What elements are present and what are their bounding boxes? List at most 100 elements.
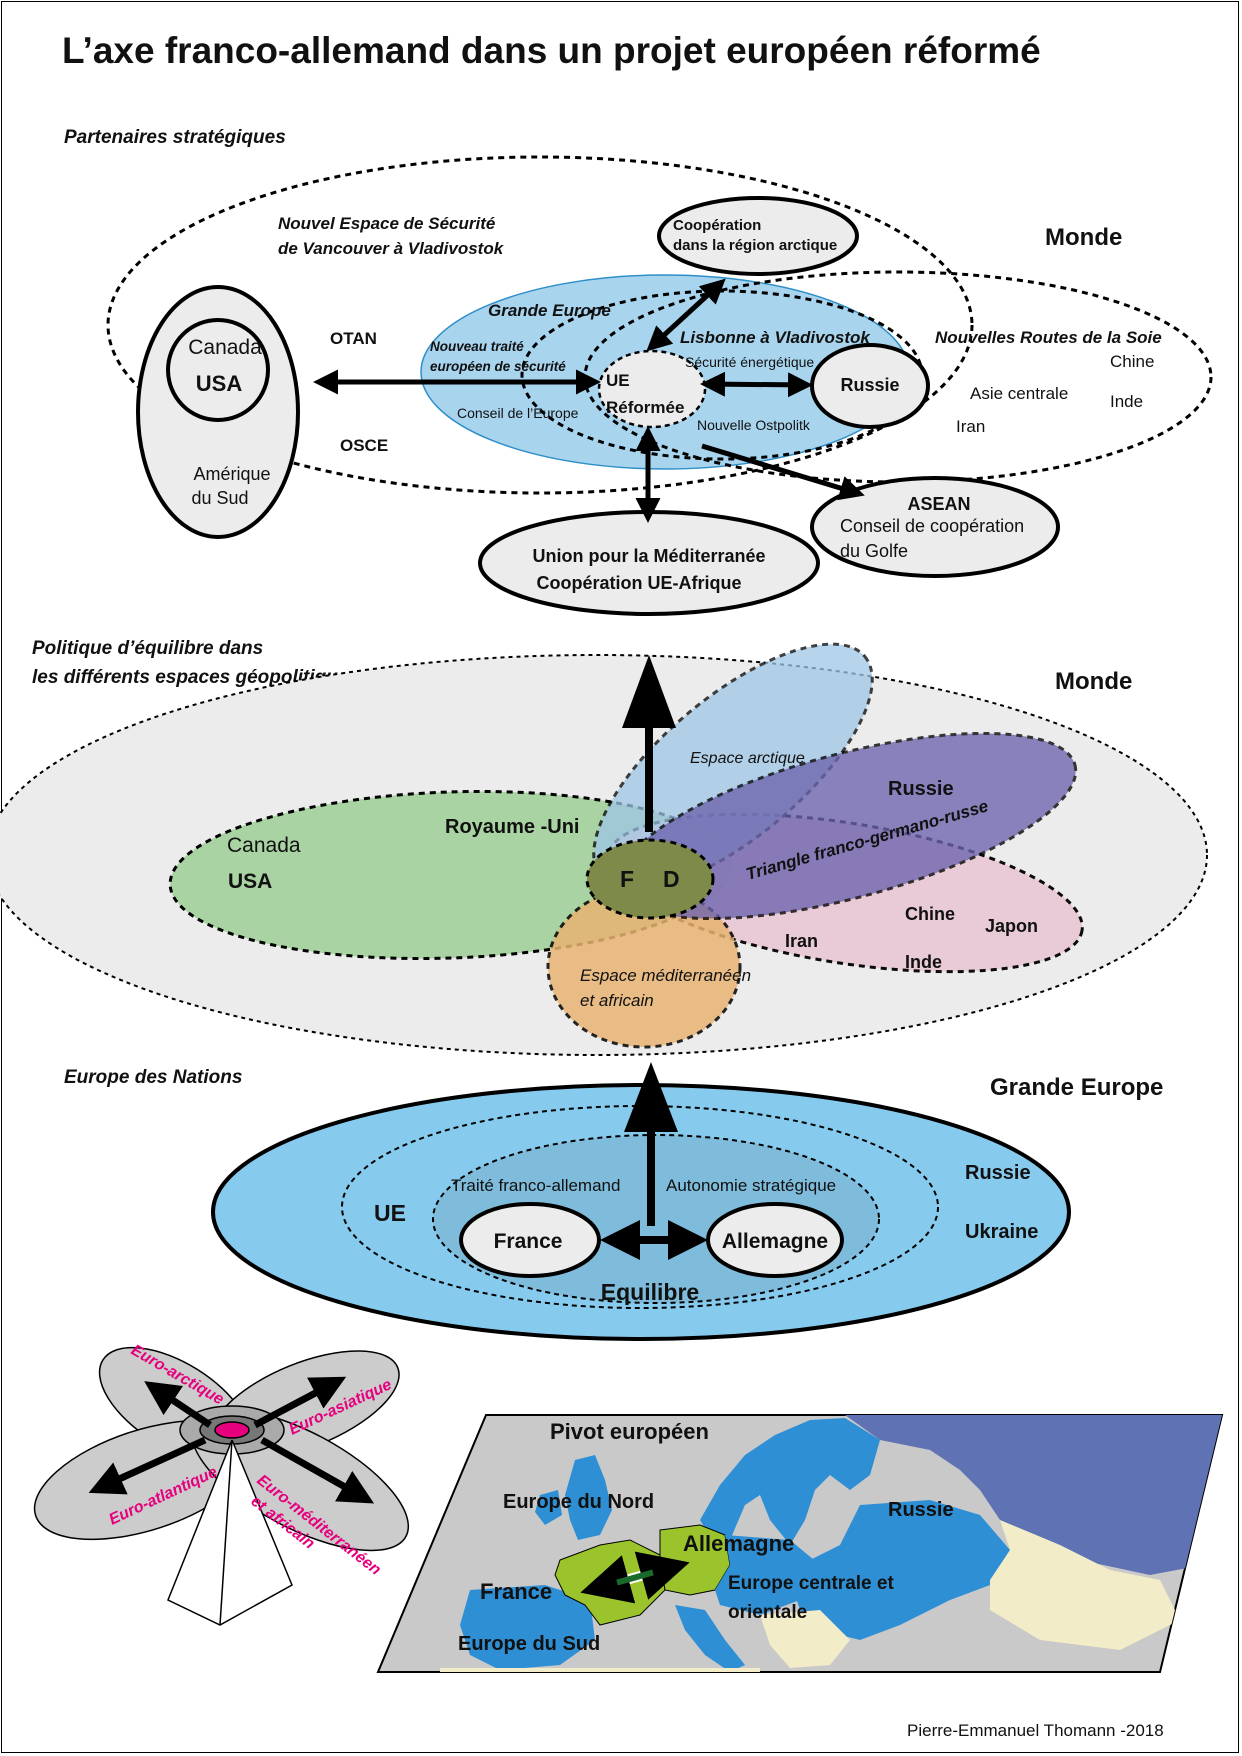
canada-label: Canada xyxy=(188,336,262,359)
inde-label-2: Inde xyxy=(905,952,942,972)
d-label: D xyxy=(663,866,680,892)
chine-label-2: Chine xyxy=(905,904,955,924)
map-ireland xyxy=(535,1490,562,1525)
map-uk xyxy=(565,1455,612,1540)
russie-label: Russie xyxy=(840,375,899,395)
arrow-asean xyxy=(701,443,865,501)
securite-energetique-label: Sécurité énergétique xyxy=(685,354,814,370)
grande-europe-label: Grande Europe xyxy=(488,301,611,320)
map-north-africa xyxy=(440,1668,760,1672)
map-non-eu-east xyxy=(990,1520,1180,1650)
map-france-label: France xyxy=(480,1579,552,1604)
reformee-label: Réformée xyxy=(606,398,684,417)
japon-label: Japon xyxy=(985,916,1038,936)
royaume-uni-label: Royaume -Uni xyxy=(445,816,579,838)
med-label-1: Union pour la Méditerranée xyxy=(532,546,765,566)
treaty-label-2: européen de sécurité xyxy=(430,359,566,374)
equilibre-label: Equilibre xyxy=(601,1279,699,1305)
map-sud-label: Europe du Sud xyxy=(458,1633,600,1655)
traite-label: Traité franco-allemand xyxy=(451,1176,620,1195)
map-scandinavia xyxy=(700,1418,880,1545)
propeller-diagram: Euro-arctique Euro-asiatique Euro-atlant… xyxy=(33,1342,410,1626)
ostpolitik-label: Nouvelle Ostpolitk xyxy=(697,417,811,433)
page-title: L’axe franco-allemand dans un projet eur… xyxy=(62,30,1041,71)
amerique-label-1: Amérique xyxy=(193,464,270,484)
f-label: F xyxy=(620,866,634,892)
mediterranean-ellipse xyxy=(546,885,742,1049)
security-space-label-2: de Vancouver à Vladivostok xyxy=(278,239,505,258)
map-arrow-france-allemagne-inner xyxy=(588,1558,682,1597)
asie-centrale-label: Asie centrale xyxy=(970,384,1068,403)
silk-roads-label: Nouvelles Routes de la Soie xyxy=(935,328,1162,347)
russie-label-2: Russie xyxy=(888,778,954,800)
arctic-label-2: dans la région arctique xyxy=(673,237,837,254)
map-pivot-label: Pivot européen xyxy=(550,1419,709,1444)
arctic-label-1: Coopération xyxy=(673,217,761,234)
propeller-core xyxy=(214,1421,250,1439)
map-eastern-europe xyxy=(790,1500,1010,1640)
conseil-europe-label: Conseil de l’Europe xyxy=(457,405,579,421)
propeller-arrow-asia xyxy=(253,1376,347,1429)
map-balkans xyxy=(760,1610,850,1668)
map-centrale-label-1: Europe centrale et xyxy=(728,1573,894,1594)
security-space-label-1: Nouvel Espace de Sécurité xyxy=(278,214,495,233)
autonomie-label: Autonomie stratégique xyxy=(666,1176,836,1195)
france-ellipse xyxy=(459,1202,601,1278)
arrow-russie xyxy=(700,371,813,398)
arrow-up-monde-head xyxy=(622,655,676,728)
europe-map: Pivot européen Europe du Nord Russie All… xyxy=(376,1414,1224,1673)
med-label-2: Coopération UE-Afrique xyxy=(537,573,742,593)
section1-heading: Partenaires stratégiques xyxy=(64,127,286,148)
propeller-arrow-atlantic xyxy=(88,1436,207,1495)
arctic-ellipse xyxy=(657,196,859,276)
map-italy xyxy=(675,1605,745,1672)
map-nord-label: Europe du Nord xyxy=(503,1491,654,1513)
allemagne-label-3: Allemagne xyxy=(722,1230,828,1253)
canada-usa-circle xyxy=(166,318,270,422)
france-label-3: France xyxy=(494,1230,563,1253)
amerique-label-2: du Sud xyxy=(191,488,248,508)
ue-dashed-ellipse xyxy=(341,1105,939,1309)
security-space-ellipse xyxy=(106,155,974,495)
russie-label-3: Russie xyxy=(965,1162,1031,1184)
lisbonne-label: Lisbonne à Vladivostok xyxy=(680,328,871,347)
mediterranean-label-1: Espace méditerranéen xyxy=(580,966,751,985)
asean-label: ASEAN xyxy=(907,494,970,514)
gulf-label-1: Conseil de coopération xyxy=(840,516,1024,536)
allemagne-ellipse xyxy=(706,1202,844,1278)
inde-label-1: Inde xyxy=(1110,392,1143,411)
section3-heading: Europe des Nations xyxy=(64,1067,242,1088)
asean-ellipse xyxy=(810,476,1060,578)
espace-arctique-label: Espace arctique xyxy=(690,750,805,767)
monde-label-2: Monde xyxy=(1055,668,1132,695)
map-central-europe xyxy=(715,1535,820,1615)
arrow-up-grande-europe-head xyxy=(624,1062,678,1132)
ue-label: UE xyxy=(606,371,630,390)
ukraine-label: Ukraine xyxy=(965,1221,1038,1243)
section2-heading-1: Politique d’équilibre dans xyxy=(32,638,263,659)
usa-label: USA xyxy=(196,371,243,396)
osce-label: OSCE xyxy=(340,436,388,455)
map-russia-region xyxy=(845,1415,1222,1575)
credit: Pierre-Emmanuel Thomann -2018 xyxy=(907,1721,1164,1740)
chine-label-1: Chine xyxy=(1110,352,1154,371)
propeller-arrow-med xyxy=(260,1436,375,1504)
usa-label-2: USA xyxy=(228,870,272,893)
section2-heading-2: les différents espaces géopolitiques xyxy=(32,667,359,688)
arrow-arctic xyxy=(646,278,726,352)
propeller-arrow-arctic xyxy=(144,1381,212,1428)
map-centrale-label-2: orientale xyxy=(728,1602,807,1623)
iran-label-1: Iran xyxy=(956,417,985,436)
map-iberia xyxy=(460,1585,595,1670)
map-allemagne-label: Allemagne xyxy=(683,1531,794,1556)
iran-label-2: Iran xyxy=(785,931,818,951)
monde-label-1: Monde xyxy=(1045,224,1122,251)
canada-label-2: Canada xyxy=(227,834,301,857)
grande-europe-label-3: Grande Europe xyxy=(990,1074,1163,1101)
fd-core-ellipse xyxy=(585,838,715,920)
map-russie-label: Russie xyxy=(888,1499,954,1521)
ue-label-3: UE xyxy=(374,1200,406,1226)
otan-label: OTAN xyxy=(330,329,377,348)
treaty-label-1: Nouveau traité xyxy=(430,339,524,354)
